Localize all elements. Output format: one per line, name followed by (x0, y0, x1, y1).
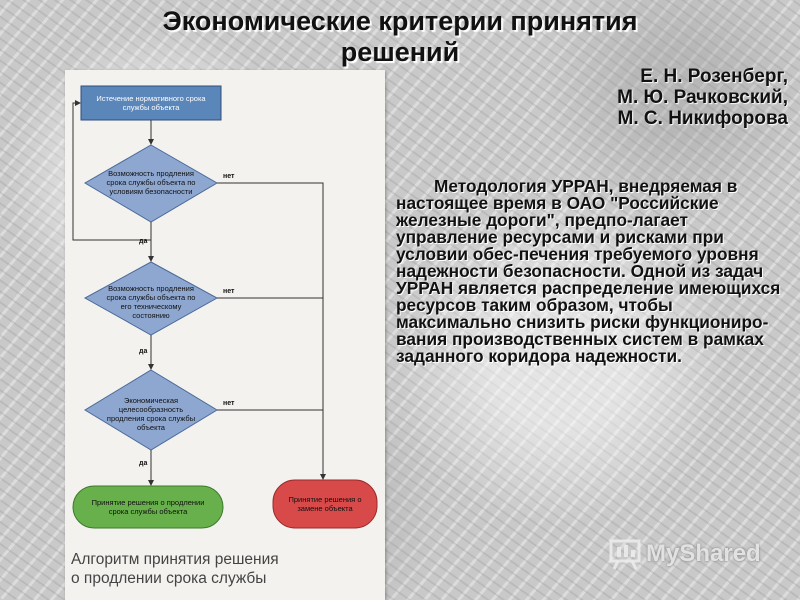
slide-title-line2: решений (340, 37, 460, 67)
author-3: М. С. Никифорова (617, 108, 788, 129)
presentation-board-icon (609, 539, 641, 570)
slide-title: Экономические критерии принятия решений (0, 6, 800, 68)
body-text: Методология УРРАН, внедряемая в настояще… (396, 176, 781, 366)
start-box (80, 85, 222, 121)
yes-label-3: да (139, 460, 148, 467)
flowchart-caption: Алгоритм принятия решения о продлении ср… (71, 550, 381, 588)
watermark-text: MyShared (646, 540, 761, 567)
slide-title-line1: Экономические критерии принятия (162, 6, 638, 36)
author-2: М. Ю. Рачковский, (617, 87, 788, 108)
author-1: Е. Н. Розенберг, (640, 66, 788, 87)
no-label-1: нет (223, 173, 235, 180)
no-label-2: нет (223, 288, 235, 295)
flowchart-panel: Истечение нормативного срока службы объе… (65, 70, 385, 600)
yes-label-1: да (139, 238, 148, 245)
caption-line2: о продлении срока службы (71, 570, 267, 587)
decision-2-label: Возможность продления срока службы объек… (106, 284, 196, 320)
flowchart-diagram (72, 85, 378, 529)
extend-decision-label: Принятие решения о продлении срока служб… (91, 498, 205, 516)
myshared-watermark: MyShared (608, 537, 761, 571)
flow-arrows (72, 100, 326, 486)
yes-label-2: да (139, 348, 148, 355)
authors: Е. Н. Розенберг, М. Ю. Рачковский, М. С.… (617, 66, 788, 129)
start-box-label: Истечение нормативного срока службы объе… (96, 94, 206, 112)
decision-3-label: Экономическая целесообразность продления… (106, 396, 196, 432)
caption-line1: Алгоритм принятия решения (71, 551, 279, 568)
replace-decision-label: Принятие решения о замене объекта (288, 495, 362, 513)
no-label-3: нет (223, 400, 235, 407)
extend-decision-box (72, 485, 224, 529)
decision-1-label: Возможность продления срока службы объек… (106, 169, 196, 196)
replace-decision-box (272, 479, 378, 529)
